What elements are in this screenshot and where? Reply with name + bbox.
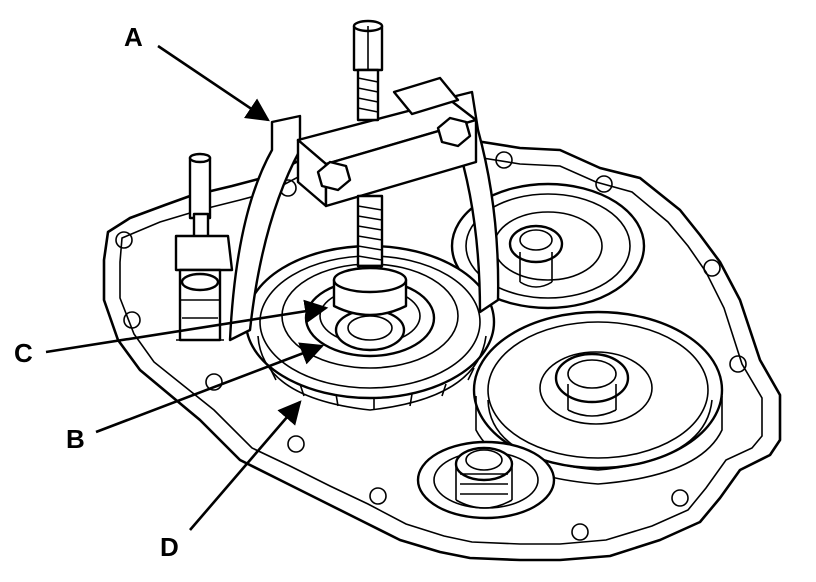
leader-d	[189, 400, 302, 531]
callout-a: A	[124, 22, 143, 52]
leader-a	[157, 44, 270, 122]
lower-shaft	[416, 440, 556, 520]
bearing-puller	[228, 19, 500, 342]
shift-shaft	[174, 152, 234, 342]
upper-right-gear	[450, 182, 646, 310]
callout-labels: A C B D	[14, 22, 179, 562]
callout-d: D	[160, 532, 179, 562]
callout-b: B	[66, 424, 85, 454]
leader-c	[45, 299, 329, 354]
callout-c: C	[14, 338, 33, 368]
leader-b	[95, 342, 325, 434]
ring-gear	[472, 310, 724, 485]
callout-leaders	[45, 44, 329, 531]
